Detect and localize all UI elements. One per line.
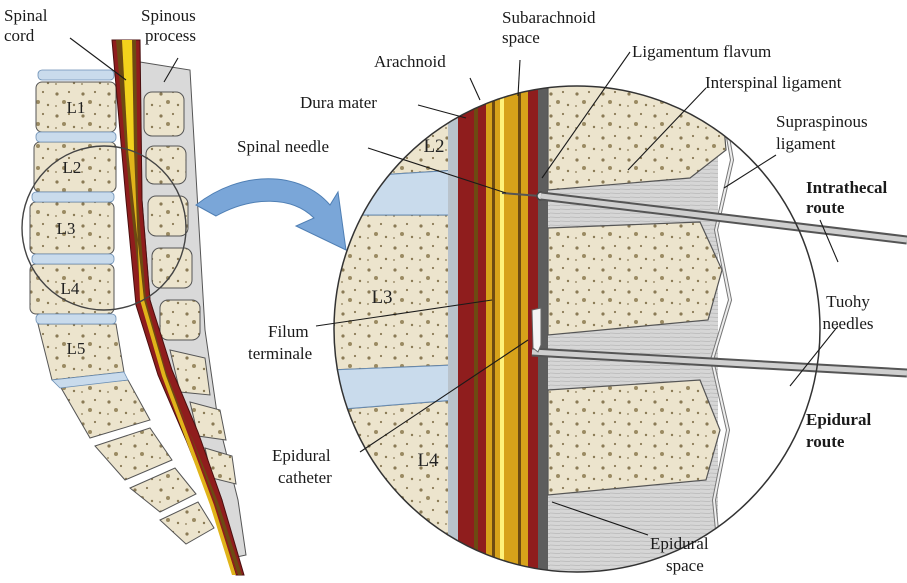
label-filum-line1: Filum bbox=[268, 322, 309, 341]
label-epidural-space-line2: space bbox=[666, 556, 704, 575]
label-dura-mater: Dura mater bbox=[300, 93, 377, 112]
vertebra-label: L5 bbox=[67, 339, 86, 358]
label-epidural-route-line1: Epidural bbox=[806, 410, 871, 429]
magnified-view bbox=[330, 80, 830, 578]
label-arachnoid: Arachnoid bbox=[374, 52, 446, 71]
label-epidural-catheter-line1: Epidural bbox=[272, 446, 331, 465]
label-spinous-process-line2: process bbox=[145, 26, 196, 45]
vertebra-label: L2 bbox=[63, 158, 82, 177]
label-ligamentum-flavum: Ligamentum flavum bbox=[632, 42, 771, 61]
label-intrathecal-route-line2: route bbox=[806, 198, 844, 217]
vertebra-label: L4 bbox=[61, 279, 80, 298]
label-epidural-space-line1: Epidural bbox=[650, 534, 709, 553]
label-tuohy-line1: Tuohy bbox=[818, 292, 878, 311]
label-subarachnoid-line1: Subarachnoid bbox=[502, 8, 595, 27]
vertebra-label: L1 bbox=[67, 98, 86, 117]
label-filum-line2: terminale bbox=[248, 344, 312, 363]
zoom-vertebra-label: L2 bbox=[423, 136, 444, 157]
vertebra-label: L3 bbox=[57, 219, 76, 238]
lumbar-spine-overview bbox=[30, 40, 246, 575]
label-spinal-cord-line2: cord bbox=[4, 26, 34, 45]
label-spinal-cord-line1: Spinal bbox=[4, 6, 47, 25]
label-supraspinous-line2: ligament bbox=[776, 134, 835, 153]
label-spinal-needle: Spinal needle bbox=[237, 137, 329, 156]
label-tuohy-line2: needles bbox=[814, 314, 882, 333]
label-supraspinous-line1: Supraspinous bbox=[776, 112, 868, 131]
label-interspinal-ligament: Interspinal ligament bbox=[705, 73, 841, 92]
label-spinous-process-line1: Spinous bbox=[141, 6, 196, 25]
label-intrathecal-route-line1: Intrathecal bbox=[806, 178, 887, 197]
zoom-vertebra-label: L3 bbox=[371, 287, 392, 308]
label-epidural-catheter-line2: catheter bbox=[278, 468, 332, 487]
zoom-arrow bbox=[196, 179, 346, 250]
label-epidural-route-line2: route bbox=[806, 432, 844, 451]
zoom-vertebra-label: L4 bbox=[417, 450, 439, 471]
label-subarachnoid-line2: space bbox=[502, 28, 540, 47]
